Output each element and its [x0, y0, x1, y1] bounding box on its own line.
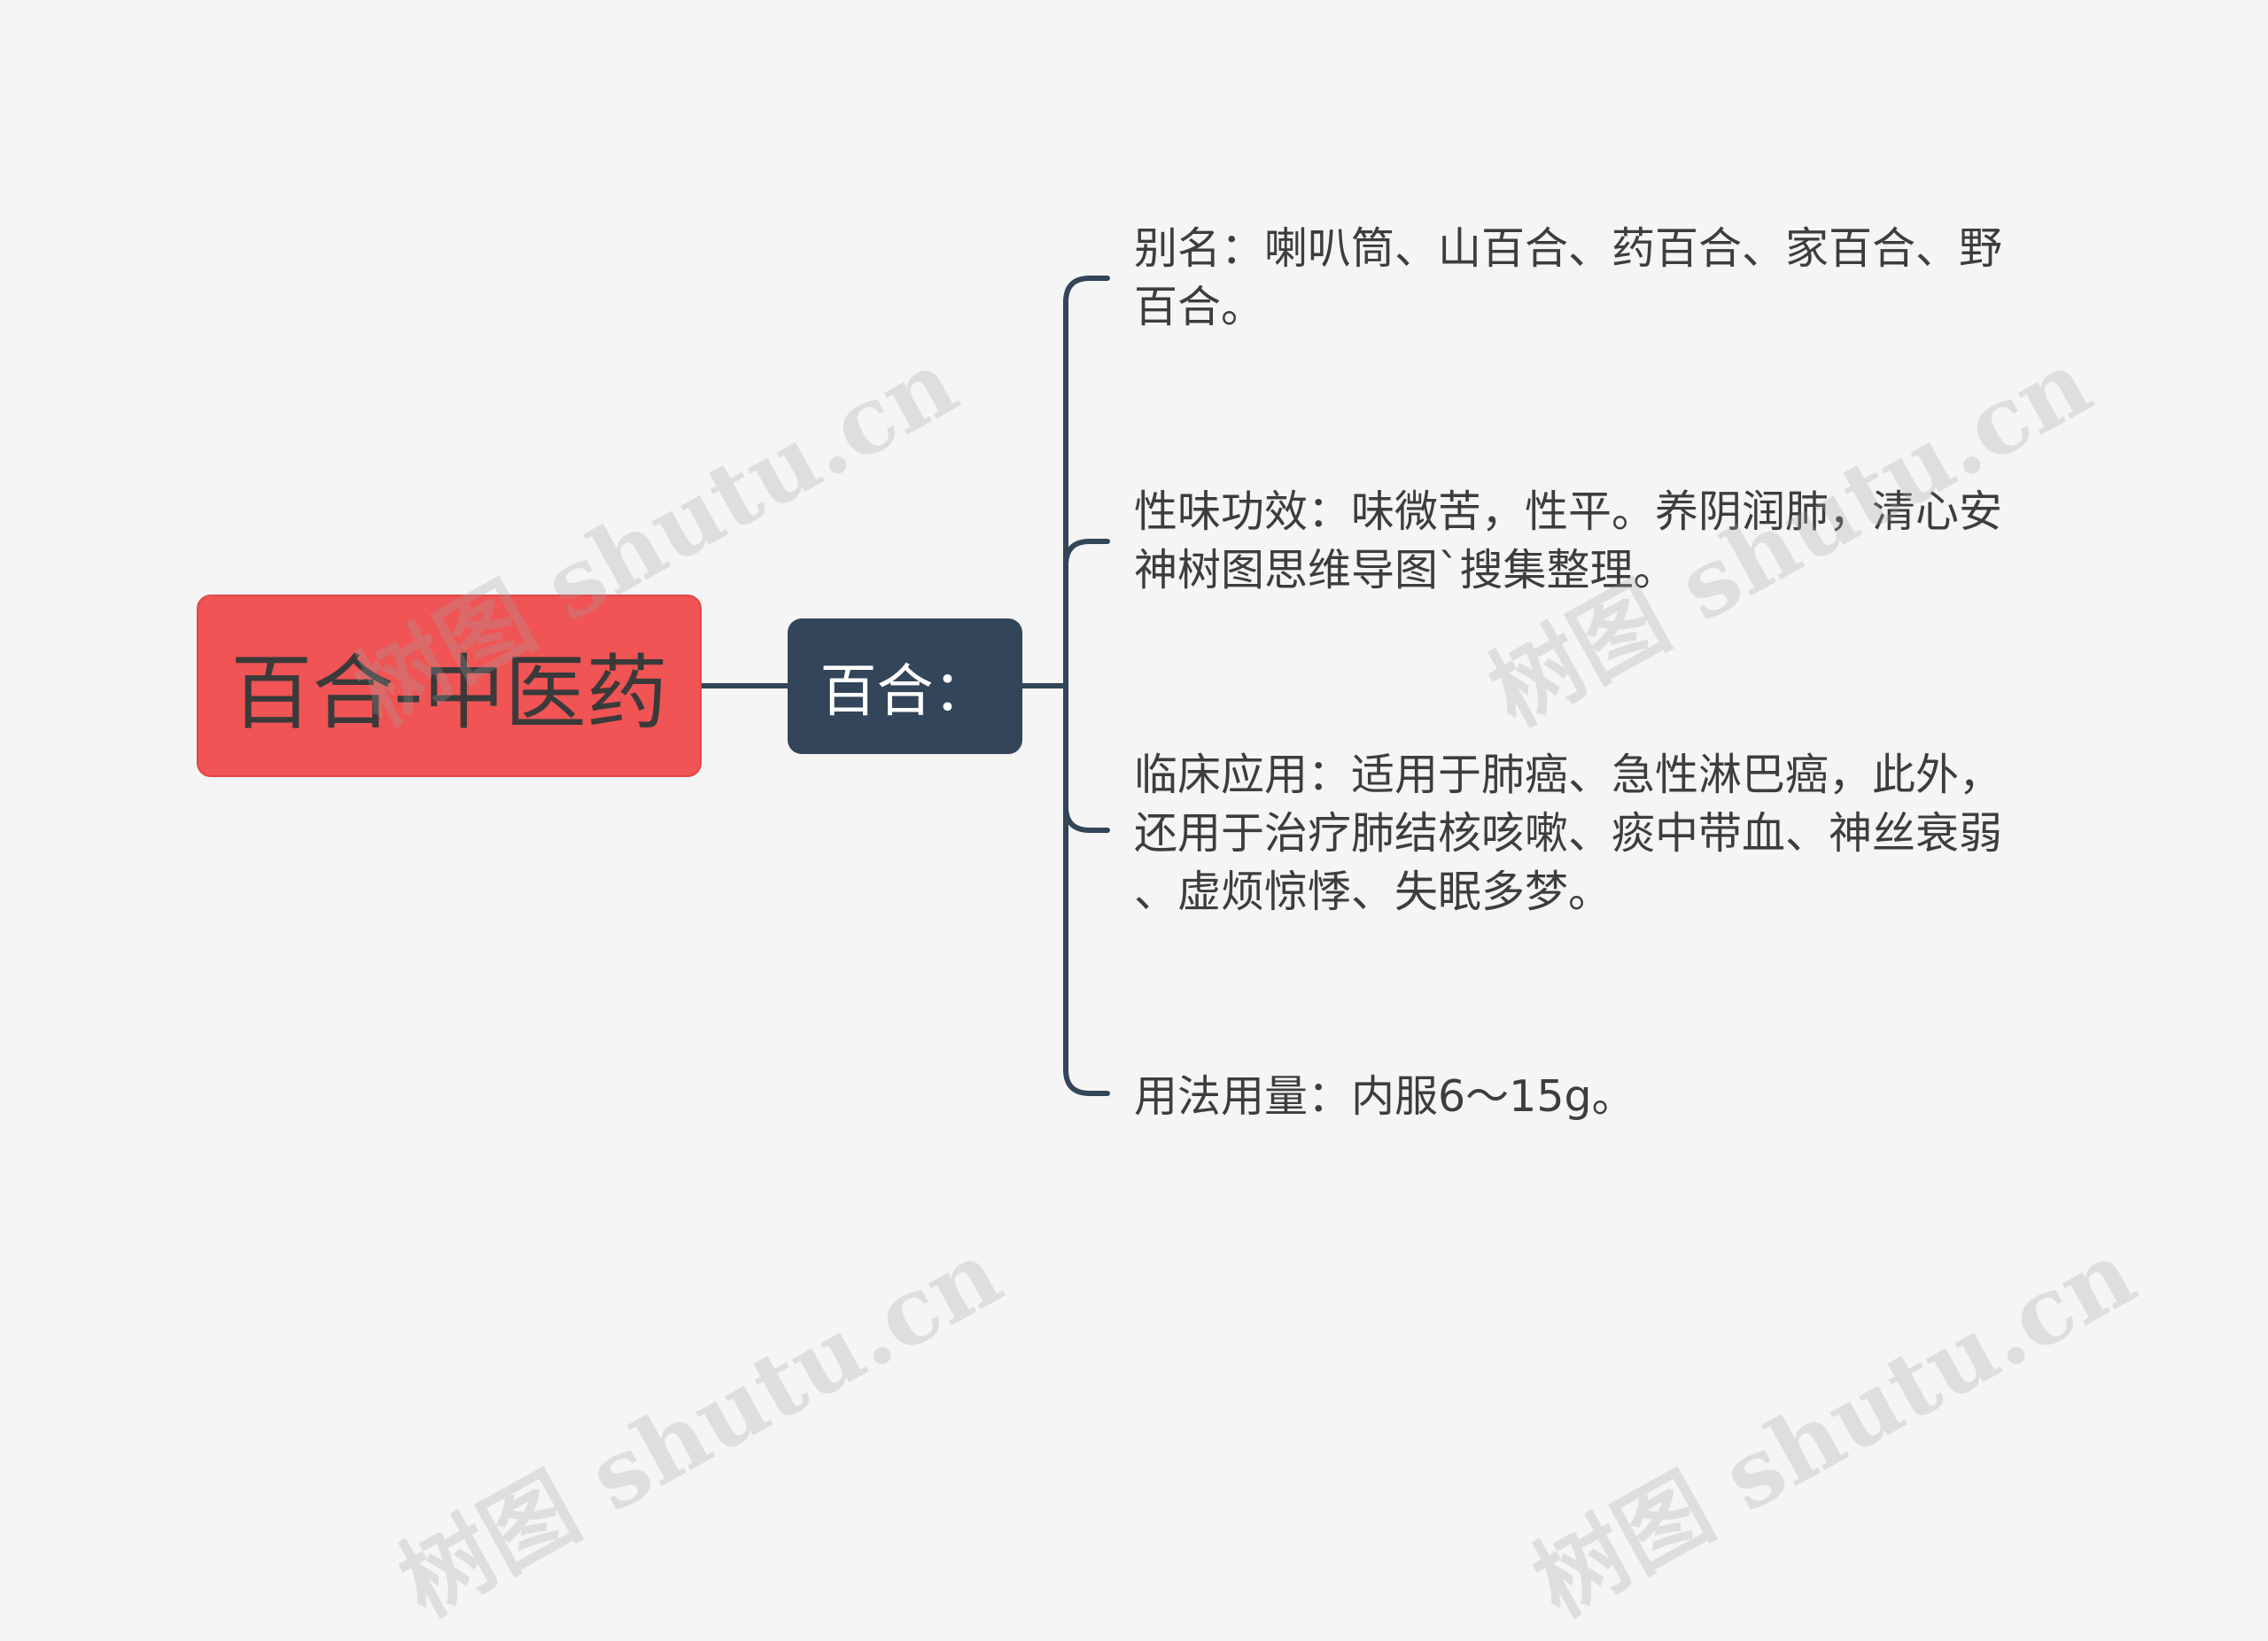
main-topic[interactable]: 百合： — [788, 618, 1022, 754]
connector-branch-3 — [1063, 804, 1110, 833]
mindmap-canvas: 百合-中医药 百合： 别名：喇叭筒、山百合、药百合、家百合、野 百合。 性味功效… — [197, 223, 2152, 1637]
connector-lines — [702, 276, 1110, 1096]
root-topic-label: 百合-中医药 — [230, 645, 668, 741]
subtopic-clinical-use[interactable]: 临床应用：适用于肺癌、急性淋巴癌，此外， 还用于治疗肺结核咳嗽、痰中带血、神丝衰… — [1134, 750, 2003, 917]
subtopic-properties[interactable]: 性味功效：味微苦，性平。养阴润肺，清心安 神树图思维导图`搜集整理。 — [1134, 486, 2003, 595]
root-topic[interactable]: 百合-中医药 — [197, 595, 702, 777]
main-topic-label: 百合： — [819, 658, 990, 725]
subtopic-dosage[interactable]: 用法用量：内服6～15g。 — [1134, 1071, 1635, 1122]
subtopic-alias[interactable]: 别名：喇叭筒、山百合、药百合、家百合、野 百合。 — [1134, 223, 2003, 332]
connector-branch-2 — [1063, 539, 1110, 568]
connector-trunk — [1063, 276, 1110, 1096]
